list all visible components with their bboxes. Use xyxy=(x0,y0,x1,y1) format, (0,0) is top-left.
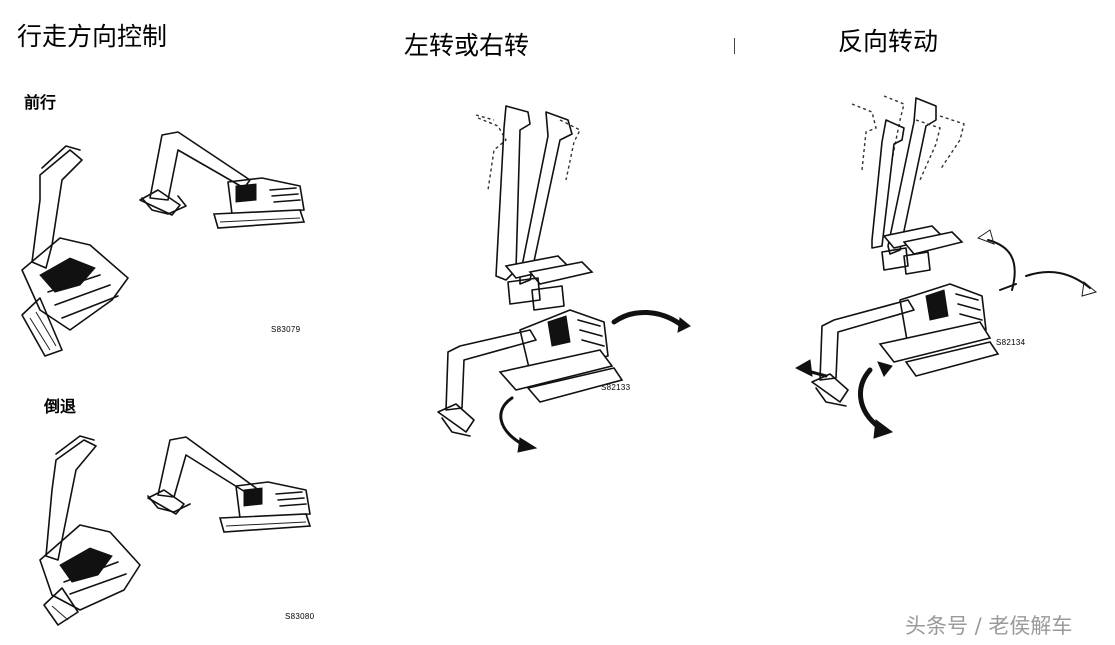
section-title-counter-rotation: 反向转动 xyxy=(838,27,939,56)
section-title-travel-control: 行走方向控制 xyxy=(17,22,168,51)
backward-label: 倒退 xyxy=(44,397,77,416)
watermark: 头条号 / 老侯解车 xyxy=(905,614,1073,638)
figure-code-counter: S82134 xyxy=(996,338,1026,347)
divider-tick xyxy=(734,38,735,54)
figure-code-backward: S83080 xyxy=(285,612,315,621)
section-title-turn: 左转或右转 xyxy=(404,31,530,60)
figure-code-turn: S82133 xyxy=(601,383,631,392)
forward-label: 前行 xyxy=(24,93,57,112)
figure-code-forward: S83079 xyxy=(271,325,301,334)
